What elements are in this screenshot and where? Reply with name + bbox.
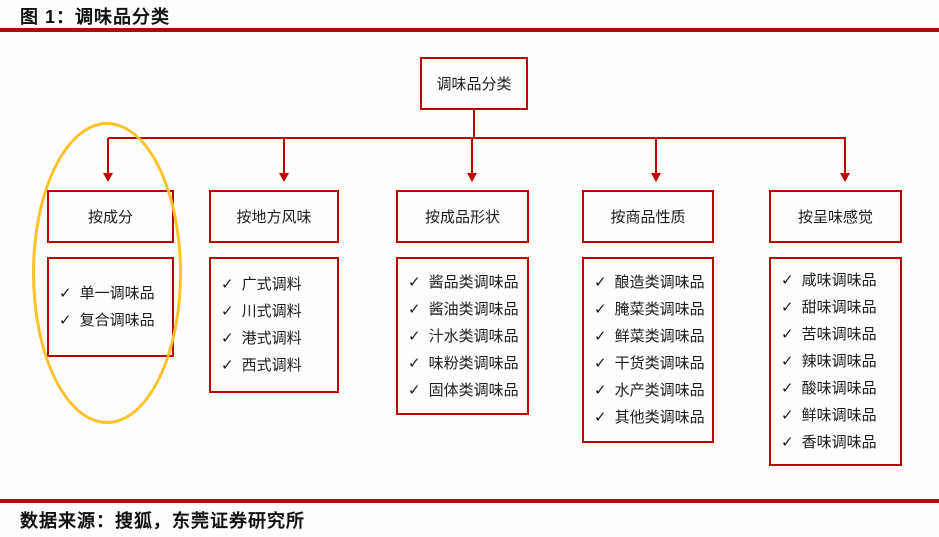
list-item-label: 腌菜类调味品: [614, 300, 705, 318]
branch-arrowhead-icon: [840, 173, 850, 182]
list-item-label: 其他类调味品: [614, 408, 705, 426]
check-icon: ✓: [594, 300, 607, 318]
list-item-label: 酱油类调味品: [428, 299, 519, 318]
list-item: ✓ 干货类调味品: [594, 350, 705, 377]
list-item-label: 固体类调味品: [428, 380, 519, 399]
branch-connector-line: [283, 138, 285, 174]
list-item-label: 汁水类调味品: [428, 326, 519, 345]
list-item-label: 酸味调味品: [801, 379, 877, 397]
list-item: ✓ 酿造类调味品: [594, 269, 705, 296]
check-icon: ✓: [408, 353, 421, 372]
branch-connector-line: [844, 138, 846, 174]
list-item: ✓ 川式调料: [221, 298, 302, 325]
check-icon: ✓: [781, 379, 794, 397]
check-icon: ✓: [781, 298, 794, 316]
list-item: ✓ 水产类调味品: [594, 377, 705, 404]
list-item: ✓ 味粉类调味品: [408, 350, 519, 377]
root-stem-connector: [473, 110, 475, 138]
list-item-label: 辣味调味品: [801, 352, 877, 370]
list-item: ✓ 辣味调味品: [781, 348, 877, 375]
list-item: ✓ 腌菜类调味品: [594, 296, 705, 323]
horizontal-connector: [108, 137, 846, 139]
list-item-label: 味粉类调味品: [428, 353, 519, 372]
check-icon: ✓: [781, 406, 794, 424]
list-item-label: 鲜菜类调味品: [614, 327, 705, 345]
list-item-label: 广式调料: [241, 275, 302, 293]
figure-title: 图 1：调味品分类: [20, 7, 171, 27]
check-icon: ✓: [408, 299, 421, 318]
branch-arrowhead-icon: [279, 173, 289, 182]
check-icon: ✓: [781, 271, 794, 289]
check-icon: ✓: [221, 302, 234, 320]
check-icon: ✓: [594, 273, 607, 291]
root-node: 调味品分类: [420, 57, 528, 110]
list-item-label: 川式调料: [241, 302, 302, 320]
branch-header-box: 按呈味感觉: [769, 190, 902, 243]
list-item-label: 酿造类调味品: [614, 273, 705, 291]
branch-header-label: 按呈味感觉: [797, 208, 873, 226]
list-item: ✓ 固体类调味品: [408, 377, 519, 404]
list-item: ✓ 酱油类调味品: [408, 296, 519, 323]
list-item: ✓ 汁水类调味品: [408, 323, 519, 350]
branch-items-box: ✓ 广式调料 ✓ 川式调料 ✓ 港式调料 ✓ 西式调料: [209, 257, 339, 393]
check-icon: ✓: [408, 380, 421, 399]
list-item-label: 苦味调味品: [801, 325, 877, 343]
branch-arrowhead-icon: [467, 173, 477, 182]
branch-items-box: ✓ 酿造类调味品 ✓ 腌菜类调味品 ✓ 鲜菜类调味品 ✓ 干货类调味品 ✓ 水产类调味品 ✓ 其他类调…: [582, 257, 714, 443]
branch-header-box: 按商品性质: [582, 190, 714, 243]
list-item-label: 鲜味调味品: [801, 406, 877, 424]
list-item: ✓ 港式调料: [221, 325, 302, 352]
check-icon: ✓: [594, 381, 607, 399]
list-item: ✓ 酸味调味品: [781, 375, 877, 402]
list-item: ✓ 鲜菜类调味品: [594, 323, 705, 350]
list-item: ✓ 苦味调味品: [781, 321, 877, 348]
bottom-rule: [0, 499, 939, 503]
check-icon: ✓: [408, 272, 421, 291]
branch-arrowhead-icon: [651, 173, 661, 182]
list-item: ✓ 西式调料: [221, 352, 302, 379]
branch-header-label: 按商品性质: [610, 208, 686, 226]
branch-header-box: 按成品形状: [396, 190, 529, 243]
list-item: ✓ 广式调料: [221, 271, 302, 298]
check-icon: ✓: [781, 352, 794, 370]
condiment-classification-diagram: 调味品分类 按成分✓单一调味品✓复合调味品按地方风味✓广式调料✓川式调料✓港式调…: [0, 32, 939, 499]
list-item: ✓ 酱品类调味品: [408, 269, 519, 296]
check-icon: ✓: [408, 326, 421, 345]
list-item: ✓ 咸味调味品: [781, 267, 877, 294]
list-item: ✓ 鲜味调味品: [781, 402, 877, 429]
branch-items-box: ✓ 咸味调味品 ✓ 甜味调味品 ✓ 苦味调味品 ✓ 辣味调味品 ✓ 酸味调味品 ✓ 鲜味调味品 ✓ 香味调…: [769, 257, 902, 466]
check-icon: ✓: [594, 327, 607, 345]
check-icon: ✓: [221, 275, 234, 293]
list-item: ✓ 香味调味品: [781, 429, 877, 456]
top-rule: [0, 28, 939, 32]
branch-connector-line: [471, 138, 473, 174]
list-item-label: 港式调料: [241, 329, 302, 347]
check-icon: ✓: [781, 325, 794, 343]
list-item-label: 西式调料: [241, 356, 302, 374]
list-item-label: 香味调味品: [801, 433, 877, 451]
list-item-label: 甜味调味品: [801, 298, 877, 316]
list-item-label: 咸味调味品: [801, 271, 877, 289]
highlight-ellipse: [32, 122, 182, 424]
list-item-label: 干货类调味品: [614, 354, 705, 372]
check-icon: ✓: [594, 408, 607, 426]
branch-header-box: 按地方风味: [209, 190, 339, 243]
list-item: ✓ 其他类调味品: [594, 404, 705, 431]
check-icon: ✓: [221, 329, 234, 347]
branch-header-label: 按地方风味: [236, 208, 312, 226]
data-source-note: 数据来源：搜狐，东莞证券研究所: [20, 511, 305, 531]
check-icon: ✓: [221, 356, 234, 374]
list-item: ✓ 甜味调味品: [781, 294, 877, 321]
branch-connector-line: [655, 138, 657, 174]
branch-items-box: ✓ 酱品类调味品 ✓ 酱油类调味品 ✓ 汁水类调味品 ✓ 味粉类调味品 ✓ 固体类调味品: [396, 257, 529, 415]
branch-header-label: 按成品形状: [424, 208, 500, 226]
check-icon: ✓: [594, 354, 607, 372]
root-node-label: 调味品分类: [436, 75, 512, 93]
list-item-label: 酱品类调味品: [428, 272, 519, 291]
list-item-label: 水产类调味品: [614, 381, 705, 399]
check-icon: ✓: [781, 433, 794, 451]
